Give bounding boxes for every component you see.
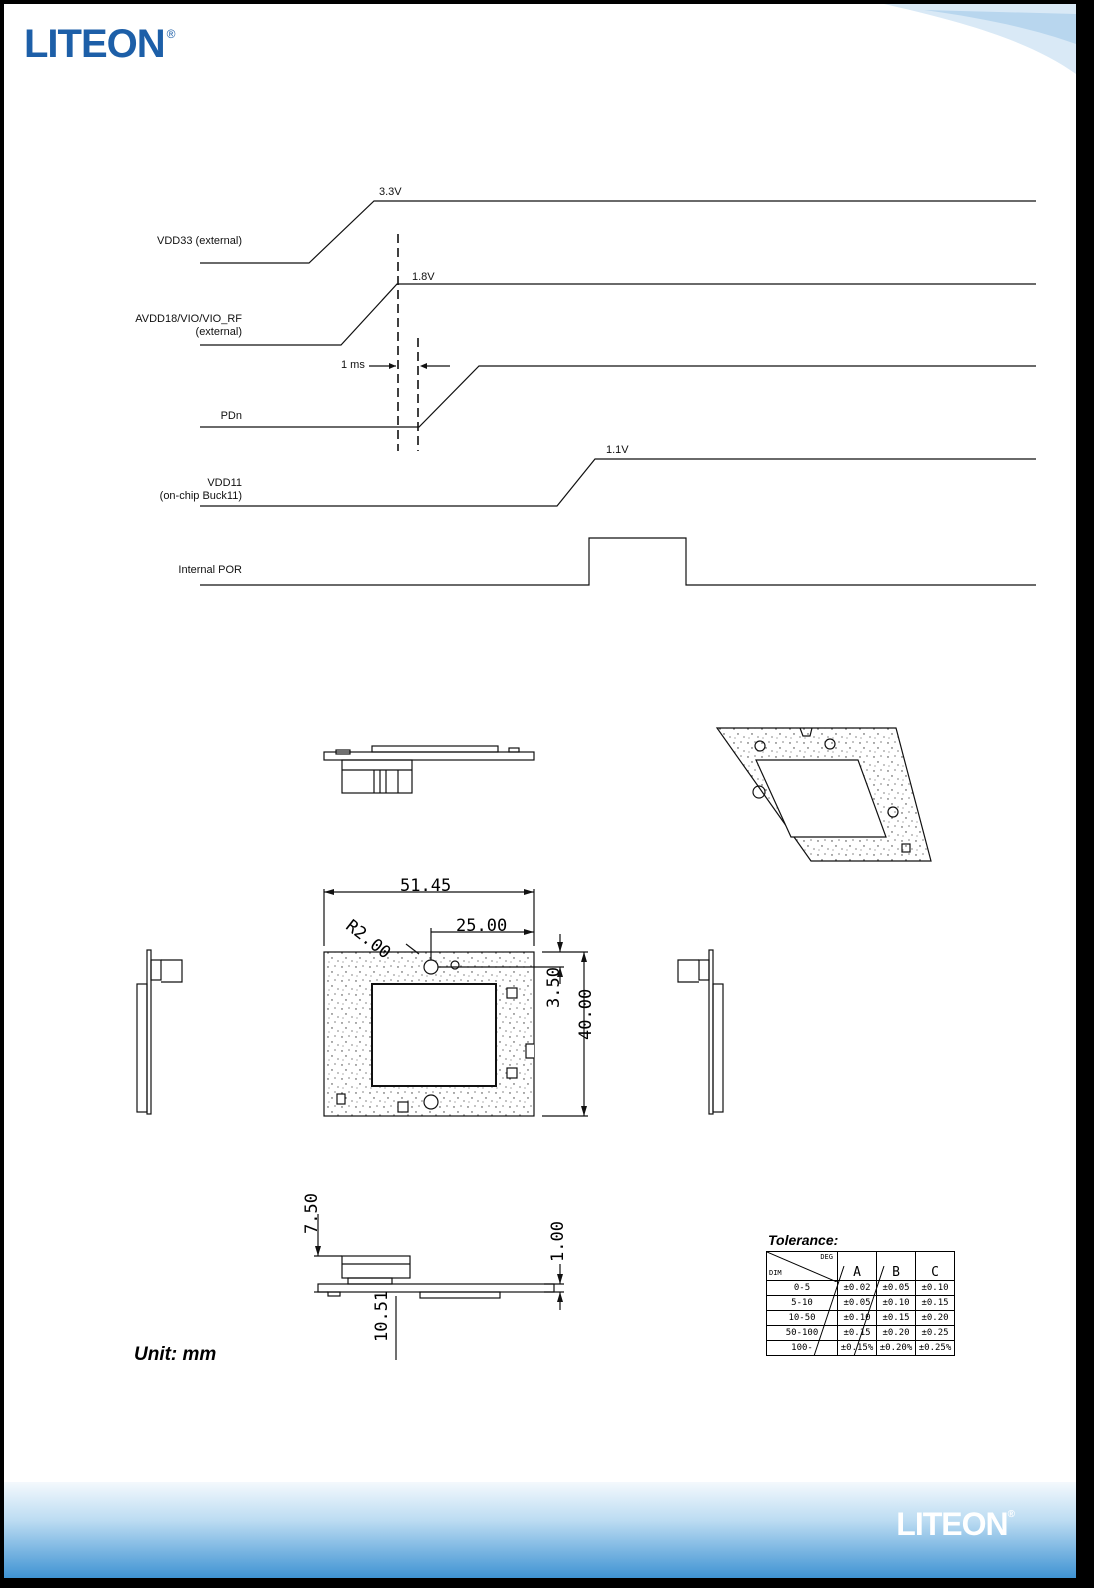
power-sequence-diagram: [200, 200, 1036, 586]
dim-connector-height: 10.51: [372, 1290, 392, 1342]
unit-label: Unit: mm: [134, 1344, 217, 1365]
signal-label-vdd11: VDD11: [207, 477, 242, 489]
tolerance-title: Tolerance:: [768, 1232, 839, 1248]
mechanical-drawing: [136, 727, 932, 1360]
document-page: LITEON® VDD33 (external) 3.3V AVDD18/VIO…: [4, 4, 1076, 1578]
dim-width: 51.45: [400, 876, 452, 896]
pdn-waveform: [200, 365, 1036, 428]
level-label-1v8: 1.8V: [412, 271, 435, 283]
front-view: [314, 1214, 564, 1360]
dim-hole-vertical: 3.50: [544, 967, 564, 1008]
por-waveform: [200, 537, 1036, 586]
signal-label-pdn: PDn: [220, 410, 242, 422]
isometric-view: [715, 727, 932, 862]
tolerance-table: DEG DIM A B C 0-5 ±0.02 ±0.05 ±0.10 5-10…: [766, 1251, 955, 1356]
signal-label-internal-por: Internal POR: [178, 564, 242, 576]
header-swoosh: [884, 4, 1076, 74]
tolerance-corner-cell: DEG DIM: [766, 1251, 838, 1282]
side-view-right: [677, 949, 724, 1115]
signal-label-avdd18-sub: (external): [195, 326, 242, 338]
tolerance-row: 100- ±0.15% ±0.20% ±0.25%: [766, 1340, 955, 1356]
vdd11-waveform: [200, 458, 1036, 507]
level-label-3v3: 3.3V: [379, 186, 402, 198]
tolerance-row: 50-100 ±0.15 ±0.20 ±0.25: [766, 1325, 955, 1341]
signal-label-vdd33: VDD33 (external): [157, 235, 242, 247]
avdd18-waveform: [200, 283, 1036, 346]
dim-hole-offset: 25.00: [456, 916, 508, 936]
signal-label-vdd11-sub: (on-chip Buck11): [159, 490, 242, 502]
signal-label-avdd18: AVDD18/VIO/VIO_RF: [135, 313, 242, 325]
side-view-left: [136, 949, 183, 1115]
tolerance-col-b: B: [876, 1251, 916, 1281]
delay-label: 1 ms: [341, 359, 365, 371]
liteon-logo-footer: LITEON®: [896, 1506, 1015, 1542]
side-view-top: [323, 745, 535, 794]
level-label-1v1: 1.1V: [606, 444, 629, 456]
footer-band: [4, 1482, 1076, 1578]
top-view: [323, 889, 588, 1117]
tolerance-strike-lines: [813, 1266, 885, 1356]
tolerance-header-row: DEG DIM A B C: [766, 1251, 955, 1282]
liteon-logo: LITEON®: [24, 22, 175, 66]
tolerance-row: 10-50 ±0.10 ±0.15 ±0.20: [766, 1310, 955, 1326]
dim-total-thickness: 7.50: [302, 1193, 322, 1234]
vdd33-waveform: [200, 200, 1036, 264]
dim-height: 40.00: [576, 988, 596, 1040]
dim-board-thickness: 1.00: [548, 1221, 568, 1262]
